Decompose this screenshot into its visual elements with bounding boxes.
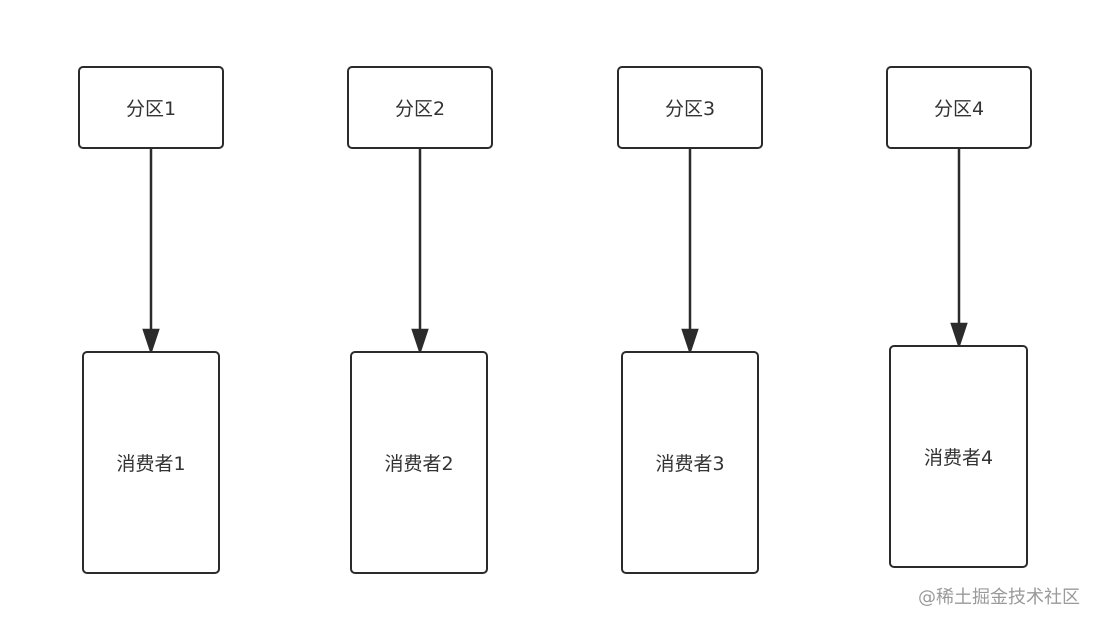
arrow-3-head — [681, 328, 699, 355]
arrow-4-head — [950, 322, 968, 349]
consumer-2-label: 消费者2 — [384, 453, 454, 475]
consumer-3-label: 消费者3 — [655, 453, 725, 475]
watermark-text: @稀土掘金技术社区 — [918, 587, 1080, 608]
consumer-3-box: 消费者3 — [621, 351, 759, 574]
partition-3-box: 分区3 — [617, 66, 763, 149]
partition-1-label: 分区1 — [125, 98, 177, 120]
arrow-1-head — [142, 328, 160, 355]
partition-3-label: 分区3 — [664, 98, 716, 120]
partition-2-label: 分区2 — [394, 98, 446, 120]
arrow-2-head — [411, 328, 429, 355]
partition-2-box: 分区2 — [347, 66, 493, 149]
partition-4-box: 分区4 — [886, 66, 1032, 149]
partition-1-box: 分区1 — [78, 66, 224, 149]
partition-4-label: 分区4 — [933, 98, 985, 120]
consumer-4-box: 消费者4 — [889, 345, 1028, 568]
consumer-4-label: 消费者4 — [923, 447, 994, 469]
consumer-1-label: 消费者1 — [116, 453, 186, 475]
consumer-1-box: 消费者1 — [82, 351, 220, 574]
consumer-2-box: 消费者2 — [350, 351, 488, 574]
